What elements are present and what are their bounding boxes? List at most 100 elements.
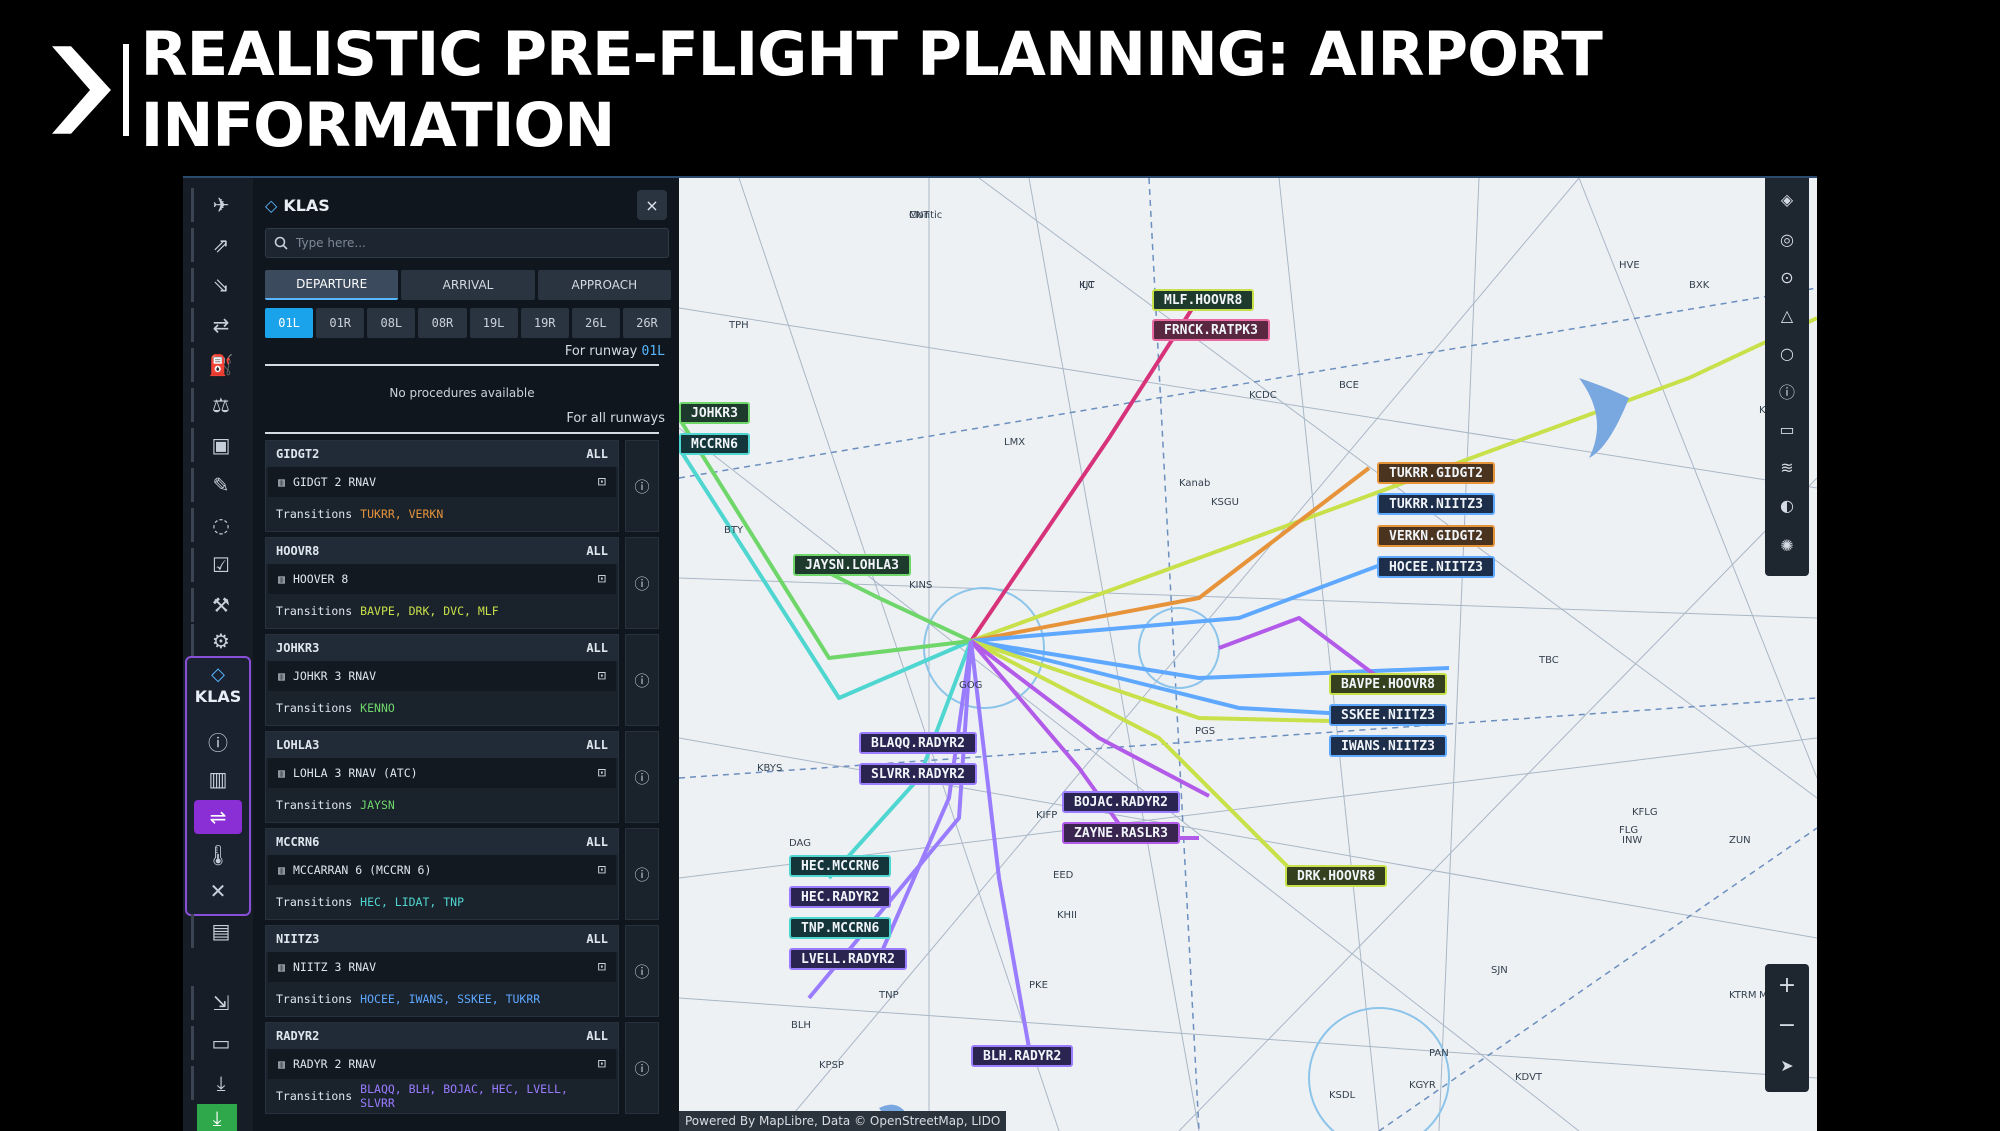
info-icon[interactable]: ⓘ xyxy=(1778,383,1795,402)
focus-icon[interactable]: ⊡ xyxy=(597,1056,606,1072)
airport-shortcut[interactable]: ◇ KLAS xyxy=(187,664,249,706)
route-label[interactable]: ZAYNE.RASLR3 xyxy=(1062,822,1180,844)
map-book-icon[interactable]: ▥ xyxy=(208,767,228,791)
import-icon[interactable]: ⇲ xyxy=(191,986,248,1020)
focus-icon[interactable]: ⊡ xyxy=(597,959,606,975)
route-label[interactable]: MCCRN6 xyxy=(679,433,750,455)
procedure-route[interactable] xyxy=(970,466,1371,643)
save-icon[interactable]: ⤓ xyxy=(197,1104,237,1131)
procedure-info-button[interactable]: ⓘ xyxy=(625,925,659,1017)
location-arrow-icon[interactable]: ➤ xyxy=(1780,1055,1794,1075)
wrench-icon[interactable]: ⚒ xyxy=(191,588,248,622)
tab-arrival[interactable]: ARRIVAL xyxy=(401,270,535,300)
zoom-out-icon[interactable]: − xyxy=(1777,1012,1797,1038)
circle-icon[interactable]: ○ xyxy=(1780,343,1794,363)
procedure-route[interactable] xyxy=(877,640,973,959)
procedure-route[interactable] xyxy=(969,639,1210,798)
dashed-circle-icon[interactable]: ◌ xyxy=(191,508,248,542)
route-label[interactable]: BLAQQ.RADYR2 xyxy=(859,732,977,754)
route-label[interactable]: BOJAC.RADYR2 xyxy=(1062,791,1180,813)
wind-icon[interactable]: ≋ xyxy=(1780,457,1794,477)
runway-button[interactable]: 08L xyxy=(367,308,416,338)
procedure-route[interactable] xyxy=(969,640,1031,1049)
route-label[interactable]: BAVPE.HOOVR8 xyxy=(1329,673,1447,695)
procedure-row[interactable]: ▥MCCARRAN 6 (MCCRN 6)⊡ xyxy=(268,855,616,885)
procedure-row[interactable]: ▥RADYR 2 RNAV⊡ xyxy=(268,1049,616,1079)
route-label[interactable]: TNP.MCCRN6 xyxy=(789,917,892,939)
procedure-info-button[interactable]: ⓘ xyxy=(625,828,659,920)
focus-icon[interactable]: ⊡ xyxy=(597,474,606,490)
route-label[interactable]: SSKEE.NIITZ3 xyxy=(1329,704,1447,726)
search-field[interactable] xyxy=(265,228,669,258)
runway-button[interactable]: 19L xyxy=(469,308,518,338)
procedure-info-button[interactable]: ⓘ xyxy=(625,731,659,823)
procedure-info-button[interactable]: ⓘ xyxy=(625,1022,659,1114)
edit-icon[interactable]: ✎ xyxy=(191,468,248,502)
focus-icon[interactable]: ⊡ xyxy=(597,668,606,684)
route-label[interactable]: VERKN.GIDGT2 xyxy=(1377,525,1495,547)
runway-button[interactable]: 26R xyxy=(622,308,671,338)
route-label[interactable]: TUKRR.NIITZ3 xyxy=(1377,493,1495,515)
route-label[interactable]: BLH.RADYR2 xyxy=(971,1045,1074,1067)
procedure-info-button[interactable]: ⓘ xyxy=(625,537,659,629)
tab-approach[interactable]: APPROACH xyxy=(537,270,671,300)
map-canvas[interactable]: CNTILCHVETPHBCEKCDCKSGUKanabLMXBTYKINSGO… xyxy=(679,178,1817,1131)
procedure-route[interactable] xyxy=(679,446,972,700)
layers-icon[interactable]: ◈ xyxy=(1780,189,1794,209)
runway-button[interactable]: 08R xyxy=(418,308,467,338)
close-icon[interactable]: ✕ xyxy=(209,879,227,903)
compass-icon[interactable]: ◎ xyxy=(1780,229,1794,249)
focus-icon[interactable]: ⊡ xyxy=(597,862,606,878)
procedure-row[interactable]: ▥LOHLA 3 RNAV (ATC)⊡ xyxy=(268,758,616,788)
procedure-row[interactable]: ▥NIITZ 3 RNAV⊡ xyxy=(268,952,616,982)
briefcase-icon[interactable]: ▣ xyxy=(191,428,248,462)
runway-button[interactable]: 01R xyxy=(316,308,365,338)
runway-button[interactable]: 19R xyxy=(520,308,569,338)
route-label[interactable]: JAYSN.LOHLA3 xyxy=(793,554,911,576)
procedure-route[interactable] xyxy=(969,296,1201,643)
globe-icon[interactable]: ◐ xyxy=(1780,495,1794,515)
target-icon[interactable]: ⊙ xyxy=(1780,267,1794,287)
focus-icon[interactable]: ⊡ xyxy=(597,765,606,781)
triangle-icon[interactable]: △ xyxy=(1780,305,1794,325)
sun-icon[interactable]: ✺ xyxy=(1780,535,1794,555)
procedure-row[interactable]: ▥GIDGT 2 RNAV⊡ xyxy=(268,467,616,497)
procedure-info-button[interactable]: ⓘ xyxy=(625,440,659,532)
route-label[interactable]: SLVRR.RADYR2 xyxy=(859,763,977,785)
route-label[interactable]: TUKRR.GIDGT2 xyxy=(1377,462,1495,484)
thermometer-icon[interactable]: 🌡 xyxy=(205,843,231,867)
takeoff-icon[interactable]: ✈ xyxy=(191,188,248,222)
folder-icon[interactable]: ▭ xyxy=(191,1026,248,1060)
tab-departure[interactable]: DEPARTURE xyxy=(265,270,399,300)
tools-icon[interactable]: ⚙ xyxy=(191,624,248,658)
procedure-route[interactable] xyxy=(970,556,1400,643)
procedure-route[interactable] xyxy=(827,640,973,880)
weight-icon[interactable]: ⚖ xyxy=(191,388,248,422)
procedure-route[interactable] xyxy=(970,639,1450,680)
search-input[interactable] xyxy=(294,235,658,251)
fuel-icon[interactable]: ⛽ xyxy=(191,348,248,382)
route-label[interactable]: DRK.HOOVR8 xyxy=(1285,865,1388,887)
route-label[interactable]: HOCEE.NIITZ3 xyxy=(1377,556,1495,578)
zoom-in-icon[interactable]: + xyxy=(1777,972,1797,998)
route-label[interactable]: HEC.RADYR2 xyxy=(789,886,892,908)
runway-button[interactable]: 26L xyxy=(571,308,620,338)
procedure-row[interactable]: ▥HOOVER 8⊡ xyxy=(268,564,616,594)
procedure-info-button[interactable]: ⓘ xyxy=(625,634,659,726)
procedure-route[interactable] xyxy=(679,416,972,660)
departure-icon[interactable]: ⇗ xyxy=(191,228,248,262)
route-label[interactable]: LVELL.RADYR2 xyxy=(789,948,907,970)
procedure-route[interactable] xyxy=(1218,616,1381,680)
clipboard-icon[interactable]: ▤ xyxy=(191,914,248,948)
procedure-row[interactable]: ▥JOHKR 3 RNAV⊡ xyxy=(268,661,616,691)
checklist-icon[interactable]: ☑ xyxy=(191,548,248,582)
runway-button[interactable]: 01L xyxy=(265,308,314,338)
landing-icon[interactable]: ⇘ xyxy=(191,268,248,302)
route-label[interactable]: HEC.MCCRN6 xyxy=(789,855,892,877)
